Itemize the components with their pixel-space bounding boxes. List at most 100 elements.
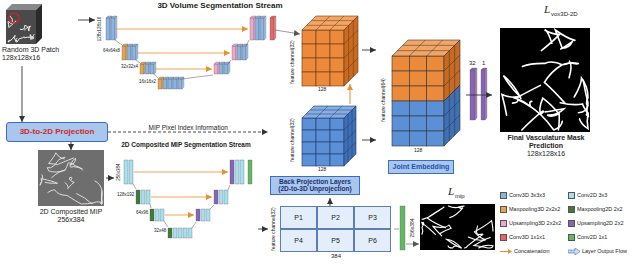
legend-text: Conv3D 1x1x1 — [509, 234, 545, 240]
cube-cell — [302, 130, 316, 142]
legend-swatch — [568, 192, 575, 199]
cube-line — [310, 110, 352, 111]
legend-item: Maxpooling3D 2x2x2 — [500, 206, 560, 213]
connector — [330, 198, 331, 206]
layer-block — [188, 228, 192, 238]
cube-line — [444, 100, 460, 116]
vessel — [545, 109, 564, 130]
node-text: 128x128x16 — [492, 150, 600, 158]
legend-head — [508, 249, 512, 254]
layer-block-side — [154, 62, 156, 74]
cube-cell — [330, 130, 344, 142]
legend-sample — [500, 248, 512, 255]
cube-line — [403, 45, 455, 46]
cube-line — [330, 16, 344, 30]
cube-cell — [427, 101, 444, 116]
node-text: 3D-to-2D Projection — [20, 127, 95, 136]
layer-block — [201, 209, 205, 221]
connector — [466, 95, 492, 96]
layer-block — [146, 190, 150, 204]
layer-block — [230, 160, 234, 184]
node-text: 256x384 — [36, 216, 106, 224]
concat-arrow — [151, 197, 212, 198]
cube-cell — [427, 131, 444, 146]
legend-text: Conv2D 3x3 — [577, 192, 607, 198]
cube-line — [344, 58, 358, 72]
process-box: 3D-to-2D Projection — [6, 122, 108, 142]
vessel — [15, 37, 31, 42]
layer-block — [173, 79, 177, 89]
layer-block — [400, 206, 405, 250]
layer-block — [145, 64, 149, 74]
layer-block — [219, 190, 223, 204]
layer-block — [136, 190, 140, 204]
label: 32x48 — [154, 229, 166, 234]
unet-3d — [106, 16, 300, 89]
connector — [78, 20, 95, 21]
layer-block — [140, 64, 144, 74]
layer-block-side — [485, 68, 487, 120]
legend-swatch — [568, 234, 575, 241]
connector — [362, 140, 376, 141]
legend-item: Conv3D 3x3x3 — [500, 192, 545, 199]
layer-block — [150, 209, 154, 221]
cube-cell — [316, 30, 330, 44]
label: 32 — [469, 60, 476, 67]
cube-line — [311, 20, 353, 21]
cube-cell — [302, 142, 316, 154]
node-text: Joint Embedding — [388, 160, 454, 174]
layer-block — [206, 209, 210, 221]
flow-line — [246, 40, 249, 46]
layer-block — [178, 79, 182, 89]
cube-line — [316, 16, 330, 30]
mip-mask-image — [420, 204, 495, 250]
flow-line — [182, 75, 213, 79]
layer-block — [150, 64, 154, 74]
node-text: Back Projection Layers (2D-to-3D Unproje… — [270, 176, 360, 195]
cube-line — [352, 110, 353, 158]
label: 256x384 — [410, 218, 416, 237]
label: L — [544, 3, 550, 15]
vessel — [449, 206, 465, 218]
label: vox3D-2D — [551, 11, 578, 18]
layer-block — [250, 18, 254, 40]
label: 1 — [482, 60, 485, 67]
flow-arrow — [406, 244, 419, 245]
cube-line — [344, 142, 356, 154]
vessel — [464, 226, 483, 248]
cube-line — [444, 55, 460, 71]
legend-text: Upsampling2D 2x2 — [577, 220, 623, 226]
cube-cell — [392, 86, 409, 101]
legend-text: Upsampling3D 2x2x2 — [509, 220, 561, 226]
cube-cell — [316, 58, 330, 72]
layer-block — [235, 160, 239, 184]
layer-block — [155, 209, 159, 221]
cube-cell — [316, 118, 330, 130]
cube-cell — [330, 154, 344, 166]
cube-cell — [409, 101, 426, 116]
cube-cell — [316, 72, 330, 86]
output-panel: Final Vasculature Mask Prediction128x128… — [492, 22, 600, 182]
concat-arrow — [116, 29, 248, 30]
cube-line — [344, 44, 358, 58]
legend-swatch — [500, 220, 507, 227]
node-text: P2 — [317, 206, 354, 229]
vessel — [77, 193, 102, 204]
connector — [258, 229, 268, 230]
layer-block — [183, 228, 187, 238]
highlight-circle — [9, 13, 19, 23]
vessel — [522, 62, 564, 103]
flow-line — [164, 221, 168, 227]
cube-cell — [392, 56, 409, 71]
node-text: Random 3D Patch — [2, 46, 78, 54]
concat-arrow — [350, 84, 351, 104]
layer-block — [242, 46, 246, 60]
cube-cell — [302, 30, 316, 44]
label: 128 — [318, 87, 326, 93]
cube-line — [444, 115, 460, 131]
layer-block — [270, 18, 274, 40]
stream-region: 2D Composited MIP Segmentation Stream — [114, 140, 258, 262]
node-text: 2D Composited MIP — [36, 208, 106, 216]
label: 128 — [318, 167, 326, 173]
vessel — [8, 35, 17, 42]
